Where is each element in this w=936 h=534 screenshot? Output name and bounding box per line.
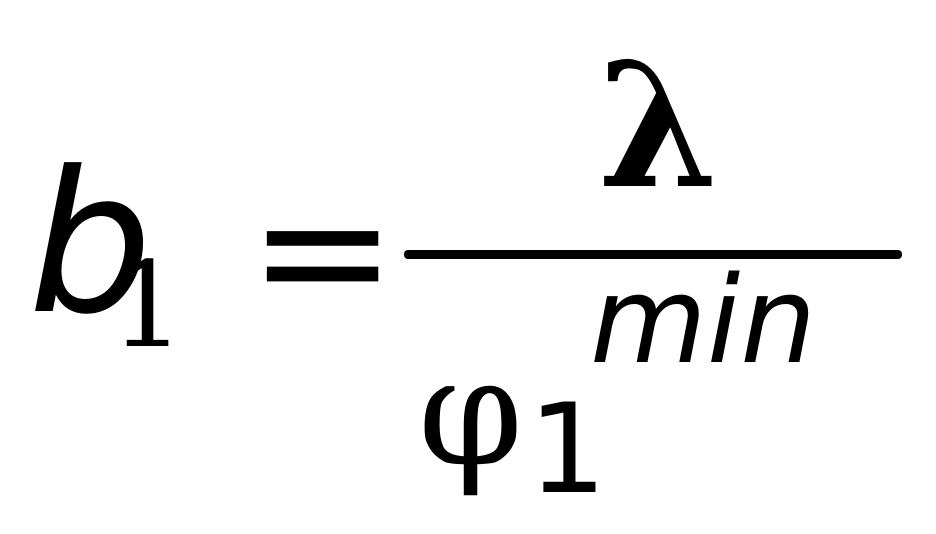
numerator-lambda: λ [598,24,719,227]
denominator-phi: φ [418,326,524,500]
equals-sign: = [248,147,398,354]
denominator-subscript: 1 [528,378,607,522]
lhs-variable: b [28,130,153,358]
lhs-subscript: 1 [110,236,186,374]
min-exponent: min [590,252,817,391]
fraction-bar [404,250,902,259]
